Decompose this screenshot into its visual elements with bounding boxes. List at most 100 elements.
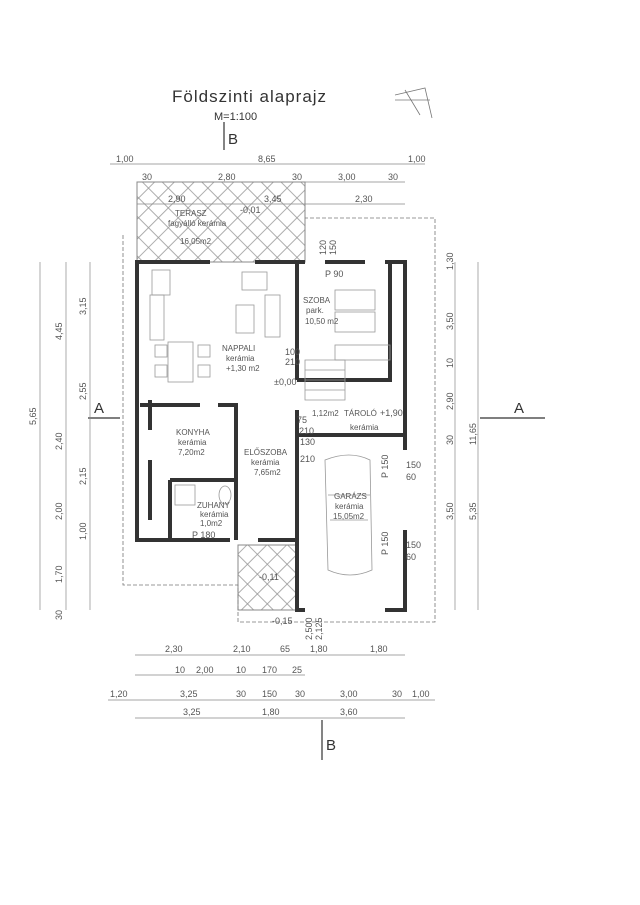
dimension-label: 2,40	[54, 432, 64, 450]
dimensions-right: 1,30 3,50 10 2,90 30 3,50 5,35 11,65	[445, 252, 479, 610]
room-area: +1,30 m2	[226, 364, 260, 373]
dimension-label: 1,20	[110, 689, 128, 699]
section-b-top: B	[228, 131, 238, 148]
north-arrow-icon	[394, 87, 433, 119]
dimensions-bottom: 2,30 2,10 65 1,80 1,80 10 2,00 10 170 25…	[108, 644, 435, 719]
level-storage: +1,90	[380, 408, 403, 418]
room-floor: fagyálló kerámia	[168, 219, 227, 228]
opening-label: 100	[285, 347, 300, 357]
plan-title: Földszinti alaprajz	[172, 87, 327, 106]
opening-label: 75	[297, 415, 307, 425]
dimension-label: 2,10	[233, 644, 251, 654]
room-terasz: TERASZ fagyálló kerámia 16,05m2	[168, 209, 227, 246]
room-floor: kerámia	[335, 502, 364, 511]
room-name: NAPPALI	[222, 344, 255, 353]
room-area: 1,12m2	[312, 409, 339, 418]
dimension-label: 2,90	[445, 392, 455, 410]
room-szoba: SZOBA park. 10,50 m2	[303, 296, 339, 326]
room-floor: kerámia	[178, 438, 207, 447]
room-area: 10,50 m2	[305, 317, 339, 326]
room-area: 15,05m2	[333, 512, 365, 521]
room-konyha: KONYHA kerámia 7,20m2	[176, 428, 210, 457]
dimension-label: 30	[54, 610, 64, 620]
room-eloszoba: ELŐSZOBA kerámia 7,65m2	[244, 448, 288, 477]
dimension-label: 1,00	[408, 154, 426, 164]
section-a-right: A	[514, 400, 524, 417]
room-name: TERASZ	[175, 209, 207, 218]
room-floor: kerámia	[226, 354, 255, 363]
opening-label: 210	[300, 454, 315, 464]
room-name: ELŐSZOBA	[244, 448, 288, 457]
room-name: ZUHANY	[197, 501, 231, 510]
dimension-label: 150	[262, 689, 277, 699]
dimension-label: 5,35	[468, 502, 478, 520]
opening-label: P 150	[380, 532, 390, 555]
level-entrance: -0,11	[259, 572, 279, 582]
dimension-label: 30	[295, 689, 305, 699]
dimension-label: 8,65	[258, 154, 276, 164]
room-floor: kerámia	[251, 458, 280, 467]
dimensions-top: 1,00 8,65 1,00 30 2,80 30 3,00 30 2,90 3…	[110, 154, 426, 205]
dimension-label: 1,00	[412, 689, 430, 699]
dimension-label: 10	[236, 665, 246, 675]
room-area: 16,05m2	[180, 237, 212, 246]
dimension-label: 1,80	[310, 644, 328, 654]
room-name: SZOBA	[303, 296, 331, 305]
opening-label: P 90	[325, 269, 343, 279]
opening-label: 210	[285, 357, 300, 367]
opening-label: 120	[318, 240, 328, 255]
room-name: TÁROLÓ	[344, 409, 377, 418]
garage-depth-b: 2,125	[314, 617, 324, 640]
opening-label: 130	[300, 437, 315, 447]
room-name: GARÁZS	[334, 492, 367, 501]
dimension-label: 5,65	[28, 407, 38, 425]
dimension-label: 3,50	[445, 312, 455, 330]
room-area: 7,65m2	[254, 468, 281, 477]
dimension-label: 30	[236, 689, 246, 699]
dimension-label: 1,00	[78, 522, 88, 540]
dimension-label: 3,25	[180, 689, 198, 699]
dimension-label: 2,30	[355, 194, 373, 204]
dimension-label: 30	[445, 435, 455, 445]
entrance-porch	[237, 544, 297, 611]
dimension-label: 2,30	[165, 644, 183, 654]
opening-label: P 150	[380, 455, 390, 478]
dimension-label: 1,00	[116, 154, 134, 164]
room-area: 1,0m2	[200, 519, 223, 528]
dimension-label: 3,00	[338, 172, 356, 182]
dimension-label: 3,45	[264, 194, 282, 204]
dimension-label: 25	[292, 665, 302, 675]
opening-label: 210	[299, 426, 314, 436]
opening-label: 150	[406, 540, 421, 550]
dimension-label: 2,15	[78, 467, 88, 485]
opening-label: 60	[406, 552, 416, 562]
dimension-label: 30	[142, 172, 152, 182]
dimension-label: 10	[175, 665, 185, 675]
terrace-area	[136, 181, 306, 263]
room-area: 7,20m2	[178, 448, 205, 457]
room-name: KONYHA	[176, 428, 210, 437]
dimensions-left: 5,65 4,45 3,15 2,55 2,40 2,15 2,00 1,00 …	[28, 262, 91, 620]
room-nappali: NAPPALI kerámia +1,30 m2	[222, 344, 260, 373]
dimension-label: 1,70	[54, 565, 64, 583]
level-outside: -0,15	[272, 616, 293, 626]
opening-annotations: P 90 100 210 75 210 130 210 P 180 P 150 …	[192, 240, 421, 562]
room-garazs: GARÁZS kerámia 15,05m2	[333, 492, 367, 521]
dimension-label: 1,80	[370, 644, 388, 654]
level-terrace: -0,01	[240, 205, 261, 215]
dimension-label: 2,80	[218, 172, 236, 182]
room-zuhany: ZUHANY kerámia 1,0m2	[197, 501, 231, 528]
dimension-label: 30	[292, 172, 302, 182]
dimension-label: 2,00	[54, 502, 64, 520]
opening-label: 150	[328, 240, 338, 255]
opening-label: 150	[406, 460, 421, 470]
room-floor: kerámia	[350, 423, 379, 432]
room-tarolo: 1,12m2 TÁROLÓ kerámia	[312, 409, 379, 432]
room-floor: kerámia	[200, 510, 229, 519]
level-living: ±0,00	[274, 377, 296, 387]
dimension-label: 3,00	[340, 689, 358, 699]
dimension-label: 4,45	[54, 322, 64, 340]
dimension-label: 170	[262, 665, 277, 675]
dimension-label: 30	[392, 689, 402, 699]
